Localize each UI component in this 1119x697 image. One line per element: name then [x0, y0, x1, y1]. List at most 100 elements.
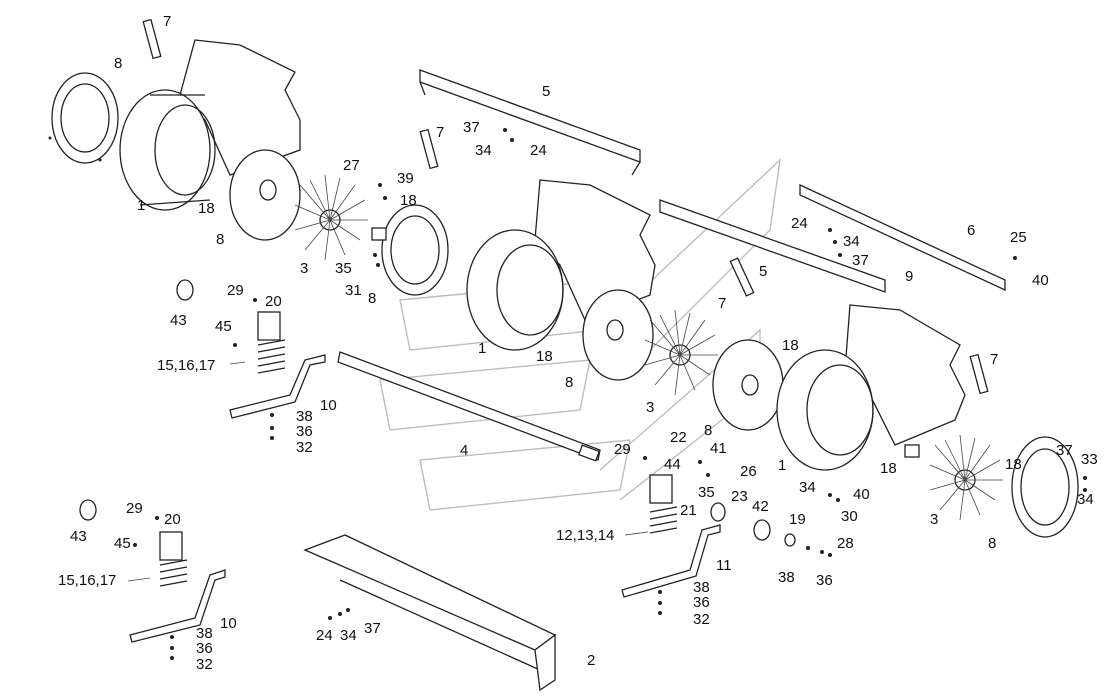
- callout-21: 21: [680, 502, 697, 519]
- callout-32: 32: [196, 656, 213, 673]
- callout-34: 34: [843, 233, 860, 250]
- callout-1: 1: [778, 457, 786, 474]
- fasteners: [48, 128, 1087, 660]
- callout-35: 35: [698, 484, 715, 501]
- beam-9: [659, 199, 886, 293]
- callout-9: 9: [905, 268, 913, 285]
- callout-42: 42: [752, 498, 769, 515]
- callout-43: 43: [170, 312, 187, 329]
- callout-28: 28: [837, 535, 854, 552]
- callout-34: 34: [475, 142, 492, 159]
- beam-2-bottom: [303, 534, 557, 692]
- callout-37: 37: [463, 119, 480, 136]
- callout-23: 23: [731, 488, 748, 505]
- callout-1: 1: [478, 340, 486, 357]
- callout-40: 40: [1032, 272, 1049, 289]
- strip-7-b: [419, 128, 439, 170]
- callout-29: 29: [126, 500, 143, 517]
- callout-8: 8: [988, 535, 996, 552]
- callout-18: 18: [536, 348, 553, 365]
- callout-32: 32: [296, 439, 313, 456]
- callout-5: 5: [542, 83, 550, 100]
- impeller-3-left: [294, 174, 368, 261]
- fan-housing-1-middle: [466, 179, 656, 351]
- callout-12-13-14: 12,13,14: [556, 527, 614, 544]
- callout-29: 29: [227, 282, 244, 299]
- callout-36: 36: [196, 640, 213, 657]
- callout-37: 37: [364, 620, 381, 637]
- callout-37: 37: [852, 252, 869, 269]
- callout-25: 25: [1010, 229, 1027, 246]
- callout-45: 45: [215, 318, 232, 335]
- ring-8-middle: [381, 204, 449, 296]
- callout-6: 6: [967, 222, 975, 239]
- callout-35: 35: [335, 260, 352, 277]
- callout-5: 5: [759, 263, 767, 280]
- callout-36: 36: [693, 594, 710, 611]
- callout-24: 24: [316, 627, 333, 644]
- callout-7: 7: [990, 351, 998, 368]
- disc-18-middle: [582, 289, 654, 381]
- bearing-assembly-left-bottom: [79, 499, 226, 643]
- callout-36: 36: [296, 423, 313, 440]
- callout-7: 7: [163, 13, 171, 30]
- callout-8: 8: [216, 231, 224, 248]
- callout-38: 38: [778, 569, 795, 586]
- callout-15-16-17: 15,16,17: [157, 357, 215, 374]
- callout-43: 43: [70, 528, 87, 545]
- callout-18: 18: [1005, 456, 1022, 473]
- callout-18: 18: [782, 337, 799, 354]
- hub-31: [371, 227, 387, 241]
- callout-44: 44: [664, 456, 681, 473]
- strip-7-right: [969, 353, 989, 395]
- callout-7: 7: [718, 295, 726, 312]
- callout-22: 22: [670, 429, 687, 446]
- callout-38: 38: [196, 625, 213, 642]
- callout-3: 3: [300, 260, 308, 277]
- callout-11: 11: [716, 557, 732, 574]
- callout-labels: 7 8 5 7 37 34 24 27 39 18 1 18 8 3 35 31…: [58, 13, 1098, 673]
- callout-31: 31: [345, 282, 362, 299]
- callout-38: 38: [693, 579, 710, 596]
- callout-7: 7: [436, 124, 444, 141]
- callout-3: 3: [646, 399, 654, 416]
- bearing-assembly-left-top: [176, 279, 326, 419]
- callout-1: 1: [137, 197, 145, 214]
- ring-8-right: [1011, 436, 1079, 538]
- strip-7: [142, 18, 162, 60]
- callout-32: 32: [693, 611, 710, 628]
- callout-20: 20: [164, 511, 181, 528]
- callout-15-16-17: 15,16,17: [58, 572, 116, 589]
- callout-2: 2: [587, 652, 595, 669]
- strip-5-small: [729, 257, 755, 297]
- callout-45: 45: [114, 535, 131, 552]
- callout-20: 20: [265, 293, 282, 310]
- callout-29: 29: [614, 441, 631, 458]
- callout-8: 8: [565, 374, 573, 391]
- callout-24: 24: [791, 215, 808, 232]
- callout-8: 8: [704, 422, 712, 439]
- callout-10: 10: [220, 615, 237, 632]
- fan-housing-1: [119, 39, 301, 211]
- leader-lines: [127, 361, 649, 582]
- beam-5-top: [419, 69, 641, 176]
- callout-40: 40: [853, 486, 870, 503]
- callout-24: 24: [530, 142, 547, 159]
- callout-10: 10: [320, 397, 337, 414]
- callout-39: 39: [397, 170, 414, 187]
- impeller-3-middle: [644, 309, 718, 396]
- disc-18-middle-b: [712, 339, 784, 431]
- callout-19: 19: [789, 511, 806, 528]
- strip-6: [799, 183, 1006, 292]
- callout-30: 30: [841, 508, 858, 525]
- callout-38: 38: [296, 408, 313, 425]
- sealing-ring-8: [51, 72, 119, 164]
- fan-housing-1-right: [776, 304, 966, 471]
- callout-26: 26: [740, 463, 757, 480]
- bearing-assembly-right: [621, 474, 796, 598]
- callout-18: 18: [880, 460, 897, 477]
- impeller-3-right: [929, 434, 1003, 521]
- callout-8: 8: [114, 55, 122, 72]
- callout-18: 18: [198, 200, 215, 217]
